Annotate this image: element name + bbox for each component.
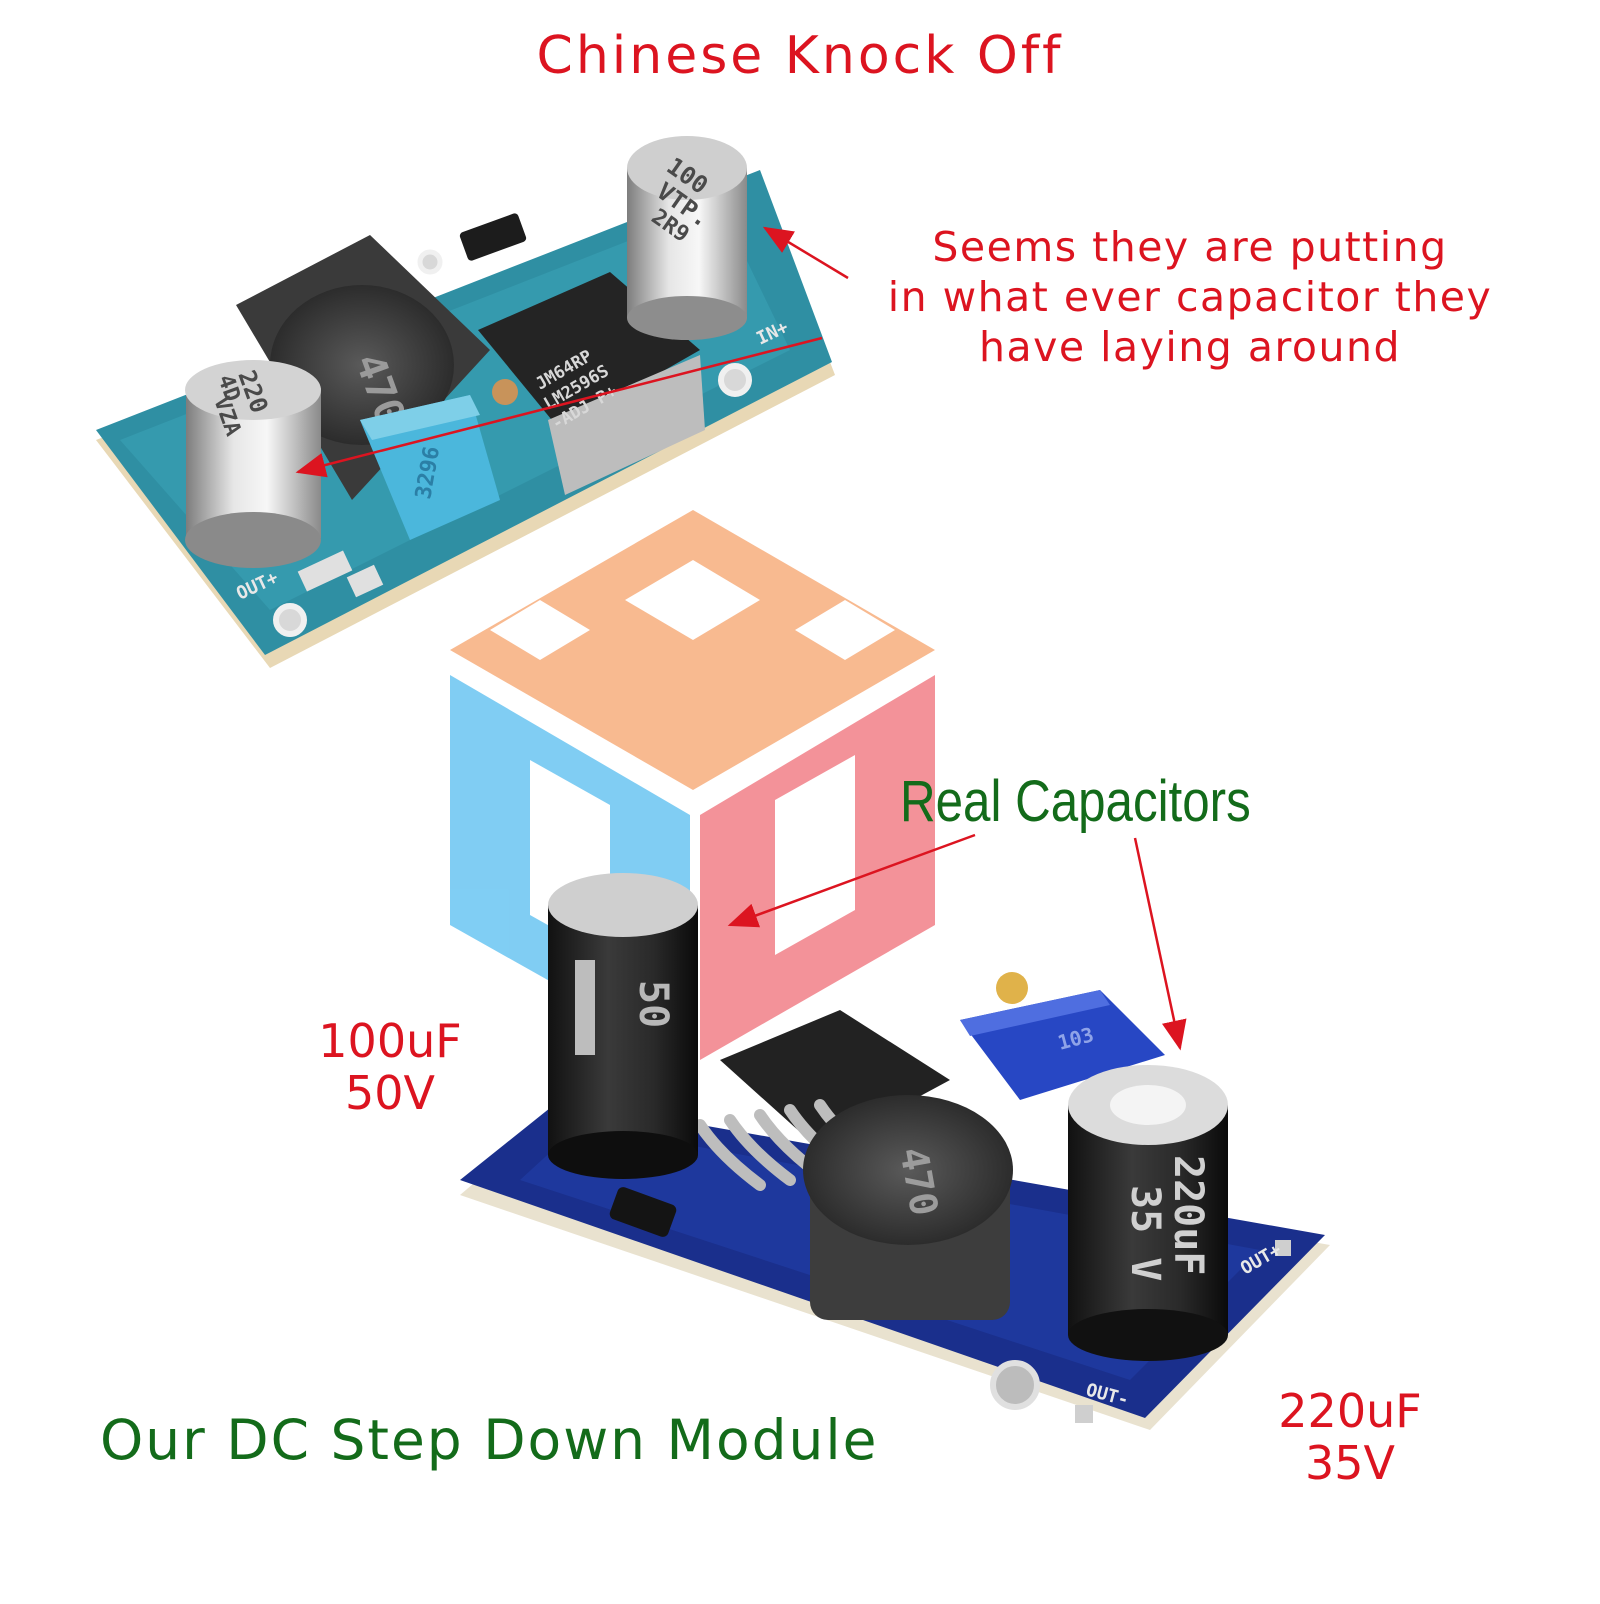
capacitor-b-voltage: 35V bbox=[1304, 1436, 1395, 1490]
arrow-to-large-cap bbox=[762, 226, 849, 280]
capacitor-a-spec: 100uF 50V bbox=[280, 1015, 500, 1119]
arrow-to-220uf-cap bbox=[1133, 837, 1187, 1051]
knockoff-note-line: Seems they are putting bbox=[932, 223, 1448, 271]
our-module-board: 470 103 220uF 35 V 50 OUT+ OUT- bbox=[460, 873, 1330, 1430]
cap-marking: 50 bbox=[630, 980, 676, 1028]
arrow-to-small-cap bbox=[295, 336, 823, 478]
annotation-arrows bbox=[295, 226, 1187, 1051]
knockoff-title: Chinese Knock Off bbox=[536, 26, 1064, 86]
knockoff-note: Seems they are putting in what ever capa… bbox=[840, 222, 1540, 372]
mounting-hole bbox=[718, 363, 752, 397]
sot-transistor bbox=[609, 1187, 677, 1237]
real-capacitors-label: Real Capacitors bbox=[900, 769, 1251, 834]
arrow-to-100uf-cap bbox=[727, 833, 976, 928]
sot-transistor bbox=[459, 213, 527, 261]
ic-heatsink-tab bbox=[548, 355, 705, 495]
capacitor-b-spec: 220uF 35V bbox=[1240, 1385, 1460, 1489]
solder-pad bbox=[297, 550, 353, 592]
solder-pad bbox=[1275, 1240, 1291, 1256]
mounting-hole bbox=[990, 1360, 1040, 1410]
knockoff-note-line: in what ever capacitor they bbox=[887, 273, 1493, 321]
capacitor-a-voltage: 50V bbox=[344, 1066, 435, 1120]
logo-top-face bbox=[450, 510, 935, 790]
mounting-hole bbox=[417, 249, 443, 275]
solder-pad bbox=[1075, 1405, 1093, 1423]
capacitor-a-value: 100uF bbox=[318, 1014, 462, 1068]
capacitor-b-value: 220uF bbox=[1278, 1384, 1422, 1438]
our-capacitor-100uf bbox=[548, 905, 698, 1155]
our-module-title: Our DC Step Down Module bbox=[100, 1408, 879, 1472]
knockoff-note-line: have laying around bbox=[978, 323, 1401, 371]
lm2596-ic bbox=[720, 1010, 950, 1150]
cap-marking: 220uF bbox=[1165, 1155, 1211, 1275]
cap-marking: 35 V bbox=[1122, 1185, 1168, 1281]
pot-adjust-screw bbox=[492, 379, 518, 405]
knockoff-module-board: 470 JM64RP LM2596S -ADJ P+ 3296 100 VTP.… bbox=[96, 136, 835, 668]
pot-adjust-screw bbox=[996, 972, 1028, 1004]
solder-pad bbox=[346, 564, 384, 598]
mounting-hole bbox=[273, 603, 307, 637]
cap-polarity-stripe bbox=[575, 960, 595, 1055]
inductor-coil bbox=[803, 1095, 1013, 1245]
